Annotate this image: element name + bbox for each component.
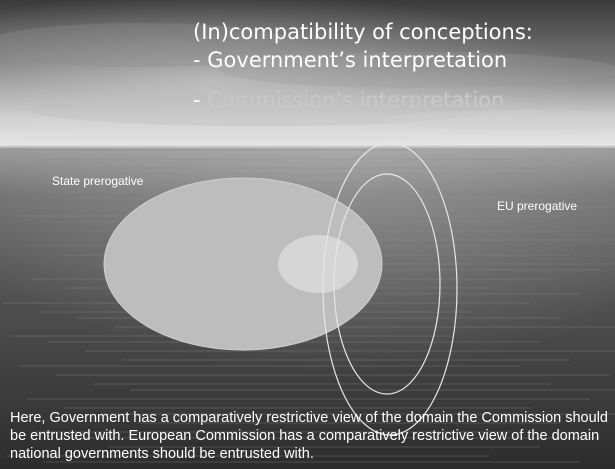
slide-caption: Here, Government has a comparatively res… <box>10 410 608 462</box>
title-line-commission: - Commission’s interpretation <box>193 86 603 114</box>
eu-prerogative-outer-ellipse <box>322 142 458 436</box>
state-prerogative-label: State prerogative <box>52 174 144 188</box>
commission-interpretation-text: Commission’s interpretation <box>207 88 505 112</box>
eu-prerogative-label: EU prerogative <box>497 199 578 213</box>
government-interpretation-text: Government’s interpretation <box>207 48 508 72</box>
slide-title: (In)compatibility of conceptions: - Gove… <box>193 18 603 114</box>
title-line-1: (In)compatibility of conceptions: <box>193 20 533 44</box>
title-line-government: - Government’s interpretation <box>193 46 603 74</box>
state-prerogative-ellipse <box>103 177 383 351</box>
bullet-dash: - <box>193 88 201 112</box>
bullet-dash: - <box>193 48 201 72</box>
overlap-ellipse <box>278 235 358 293</box>
eu-prerogative-inner-ellipse <box>333 173 441 395</box>
